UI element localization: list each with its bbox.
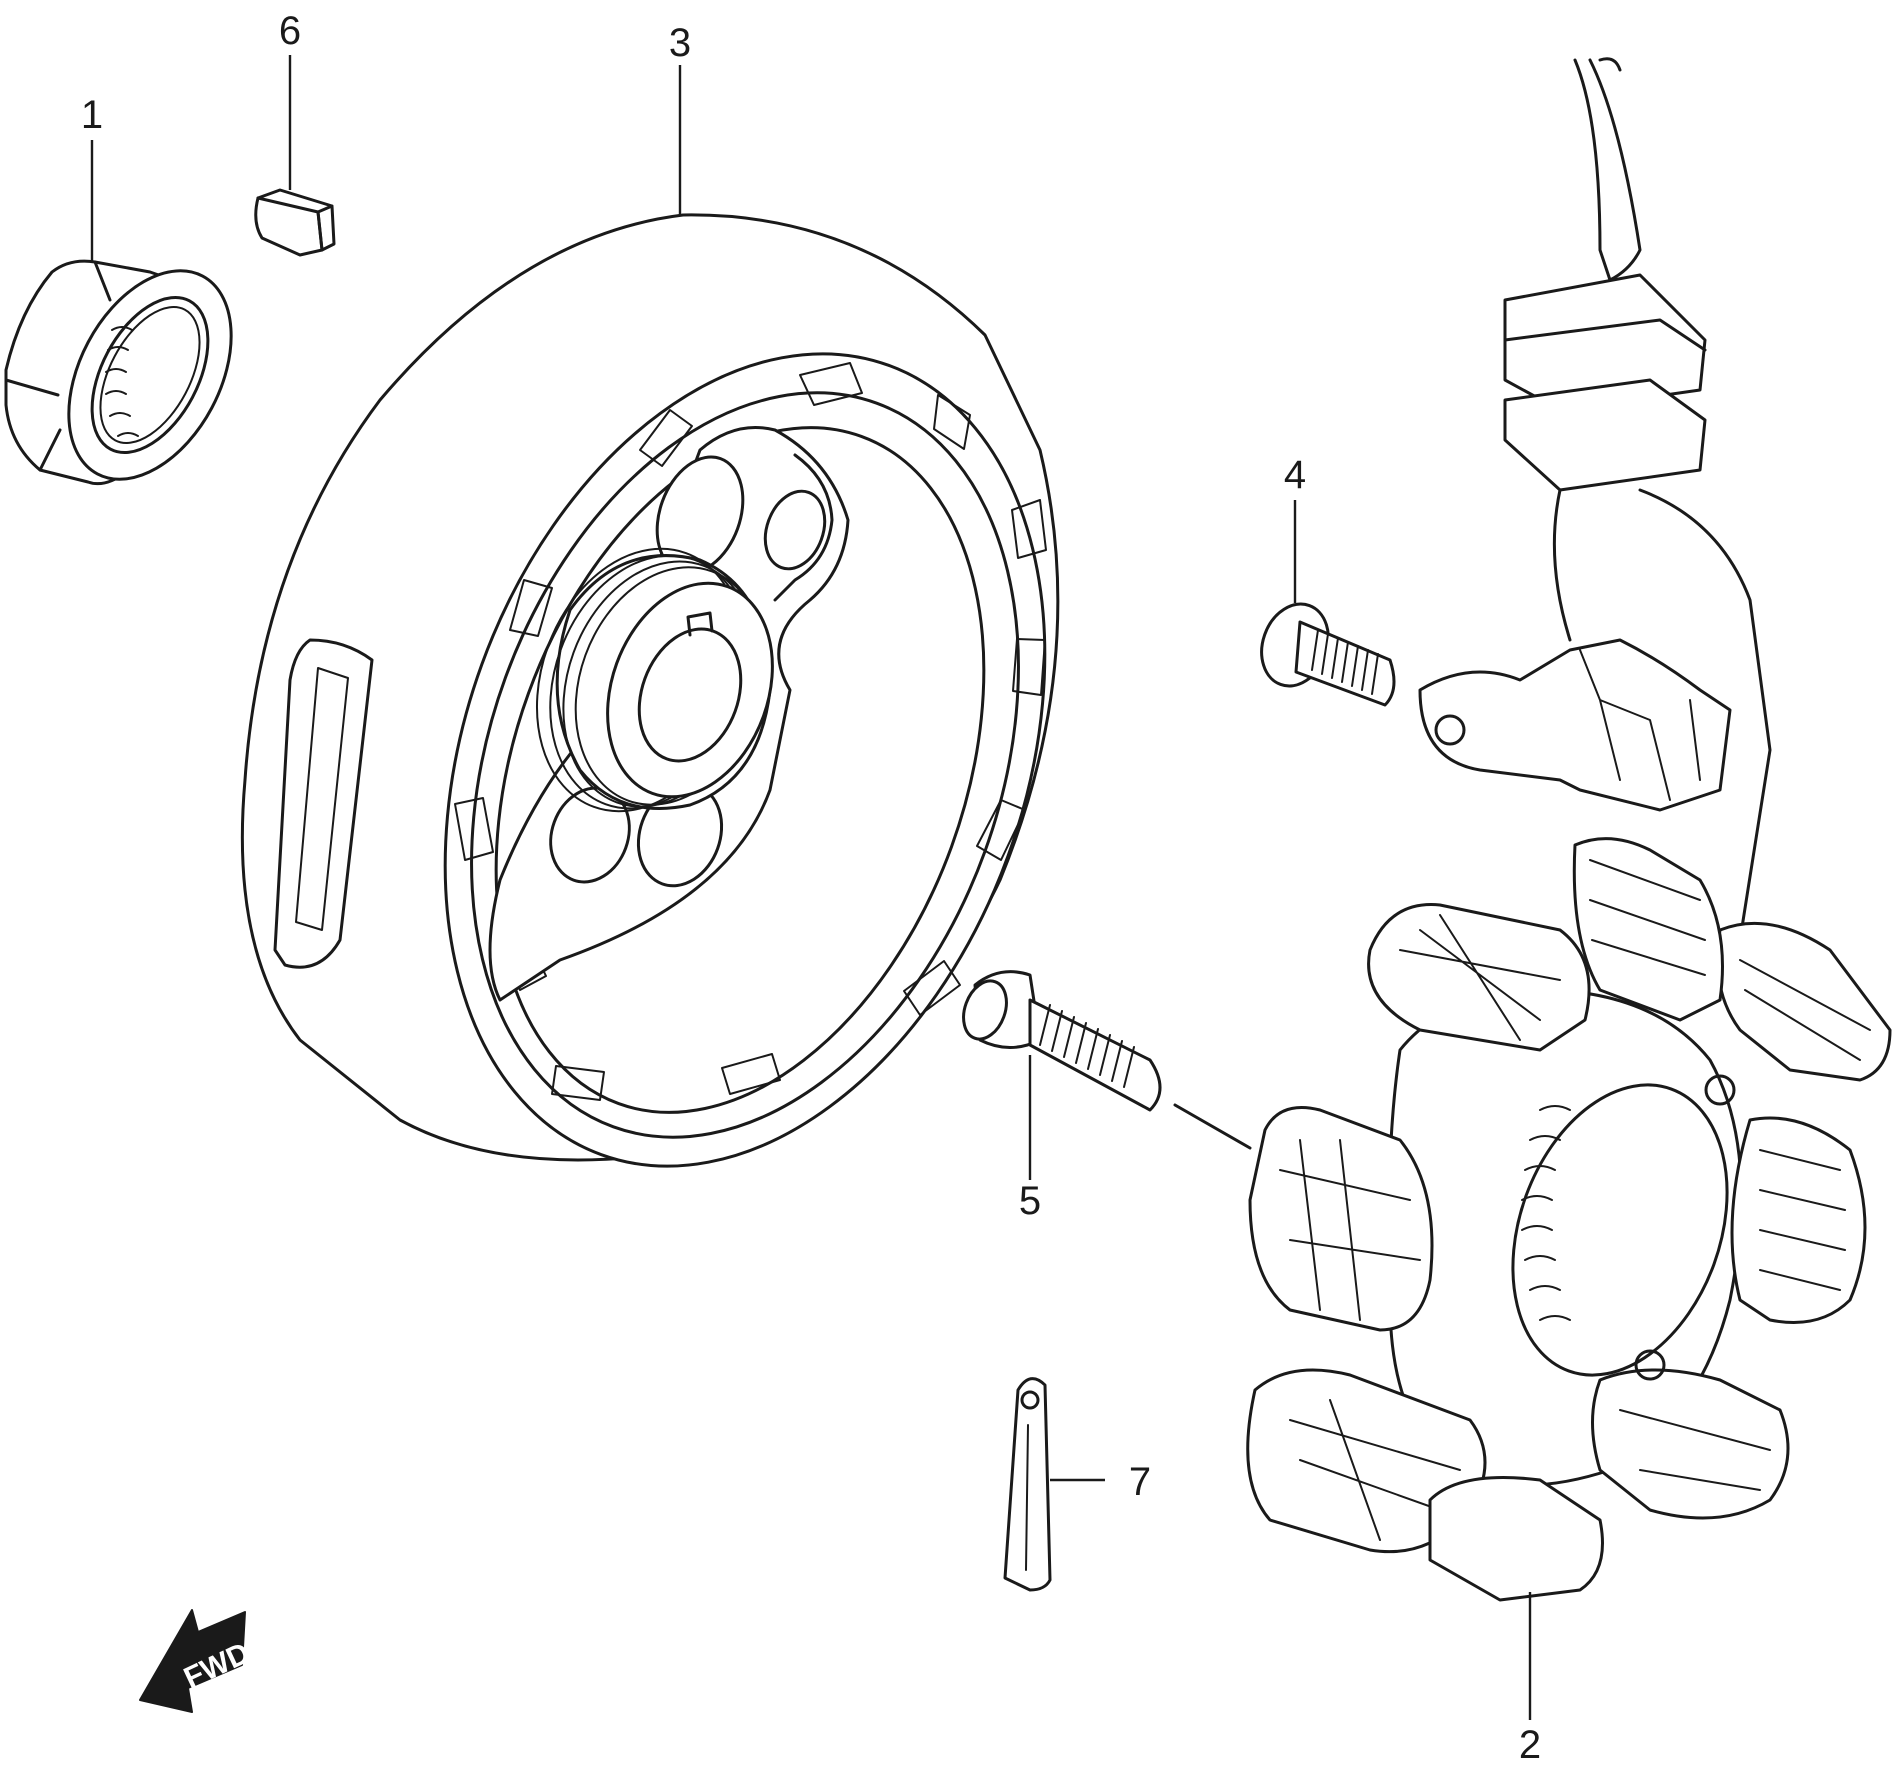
callout-6: 6: [279, 9, 301, 53]
callout-7: 7: [1129, 1460, 1151, 1504]
fwd-marker: FWD: [139, 1609, 255, 1713]
callout-2: 2: [1519, 1723, 1541, 1765]
callout-3: 3: [669, 21, 691, 65]
leader-lines: [90, 55, 1532, 1720]
part-6-key: [254, 188, 336, 257]
part-3-rotor: [240, 213, 1060, 1168]
callout-4: 4: [1284, 453, 1306, 497]
callout-labels: 1 6 3 4 5 7 2: [81, 9, 1541, 1765]
part-4-screw: [1260, 602, 1396, 707]
callout-5: 5: [1019, 1179, 1041, 1223]
part-2-stator: [1246, 57, 1892, 1602]
part-5-bolt: [962, 970, 1252, 1150]
part-1-nut: [4, 259, 233, 486]
callout-1: 1: [81, 93, 103, 137]
forward-arrow-icon: [139, 1609, 246, 1713]
part-7-clamp: [1003, 1377, 1052, 1592]
